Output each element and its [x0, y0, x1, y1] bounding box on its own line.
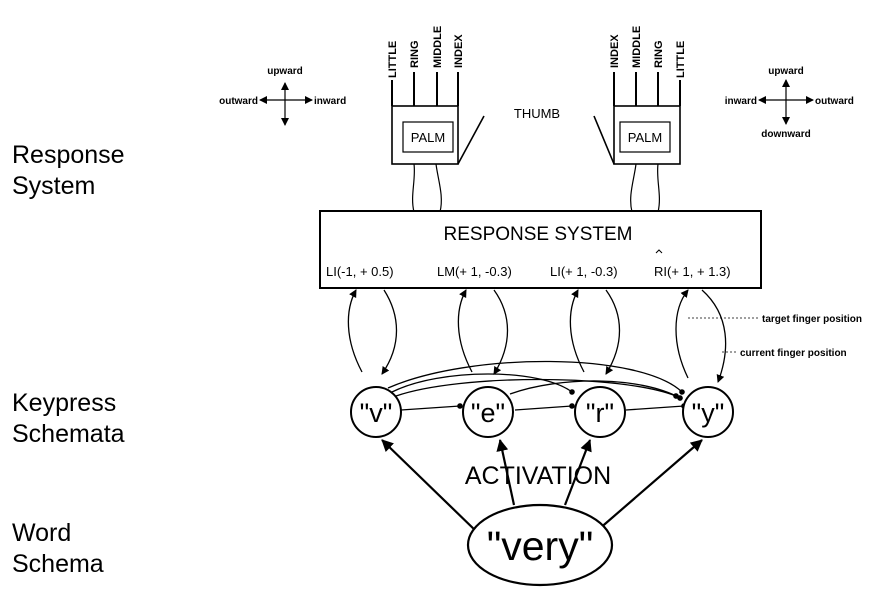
left-finger-middle: MIDDLE: [432, 26, 444, 68]
response-system-box: RESPONSE SYSTEM LI(-1, + 0.5) LM(+ 1, -0…: [319, 210, 762, 289]
right-compass-up: upward: [768, 66, 804, 77]
row-label-keypress-line1: Keypress: [12, 389, 117, 417]
left-finger-ring: RING: [409, 41, 421, 69]
row-label-keypress: Keypress Schemata: [12, 388, 125, 450]
word-schema-node: [466, 503, 614, 587]
left-compass-right: inward: [314, 96, 346, 107]
right-finger-middle: MIDDLE: [631, 26, 643, 68]
response-system-title: RESPONSE SYSTEM: [444, 224, 633, 245]
right-compass-down: downward: [761, 129, 810, 140]
right-hand: INDEX MIDDLE RING LITTLE PALM: [593, 26, 687, 213]
current-position-annotation: current finger position: [740, 348, 847, 359]
right-palm-box: [619, 121, 671, 153]
left-finger-little: LITTLE: [387, 41, 399, 78]
row-label-response: Response System: [12, 140, 125, 202]
row-label-word-line1: Word: [12, 519, 72, 547]
thumb-label: THUMB: [514, 106, 560, 121]
inhibitory-connections: [387, 360, 687, 411]
keypress-node-e-label: "e": [471, 398, 505, 428]
right-compass-left: inward: [725, 96, 757, 107]
right-compass: upward inward outward downward: [725, 66, 854, 140]
left-palm-box: [402, 121, 454, 153]
left-hand: LITTLE RING MIDDLE INDEX PALM: [387, 26, 485, 213]
keypress-node-e: [462, 386, 514, 438]
keypress-node-r-label: "r": [586, 398, 614, 428]
right-finger-ring: RING: [653, 41, 665, 69]
left-finger-index: INDEX: [453, 34, 465, 68]
right-palm-label: PALM: [628, 130, 662, 145]
keypress-nodes: "v" "e" "r" "y": [350, 386, 734, 438]
coord-y: RI(+ 1, + 1.3): [654, 264, 731, 279]
left-compass: upward outward inward: [219, 66, 346, 126]
row-label-word-line2: Schema: [12, 550, 104, 578]
row-label-response-line2: System: [12, 172, 96, 200]
left-compass-left: outward: [219, 96, 258, 107]
keypress-node-v: [350, 386, 402, 438]
left-palm-label: PALM: [411, 130, 445, 145]
row-label-keypress-line2: Schemata: [12, 420, 125, 448]
coord-e: LM(+ 1, -0.3): [437, 264, 512, 279]
keypress-node-v-label: "v": [360, 398, 393, 428]
keypress-node-y-label: "y": [692, 398, 725, 428]
right-finger-index: INDEX: [609, 34, 621, 68]
activation-arrows: [381, 439, 703, 534]
right-compass-right: outward: [815, 96, 854, 107]
row-label-response-line1: Response: [12, 141, 125, 169]
keypress-node-r: [574, 386, 626, 438]
word-schema-label: "very": [487, 523, 594, 569]
row-label-word: Word Schema: [12, 518, 104, 580]
coord-v: LI(-1, + 0.5): [326, 264, 394, 279]
left-compass-up: upward: [267, 66, 303, 77]
activation-label: ACTIVATION: [465, 462, 611, 490]
target-position-annotation: target finger position: [762, 314, 862, 325]
coord-r: LI(+ 1, -0.3): [550, 264, 618, 279]
keypress-node-y: [682, 386, 734, 438]
right-finger-little: LITTLE: [675, 41, 687, 78]
feedback-loops: [347, 289, 727, 383]
